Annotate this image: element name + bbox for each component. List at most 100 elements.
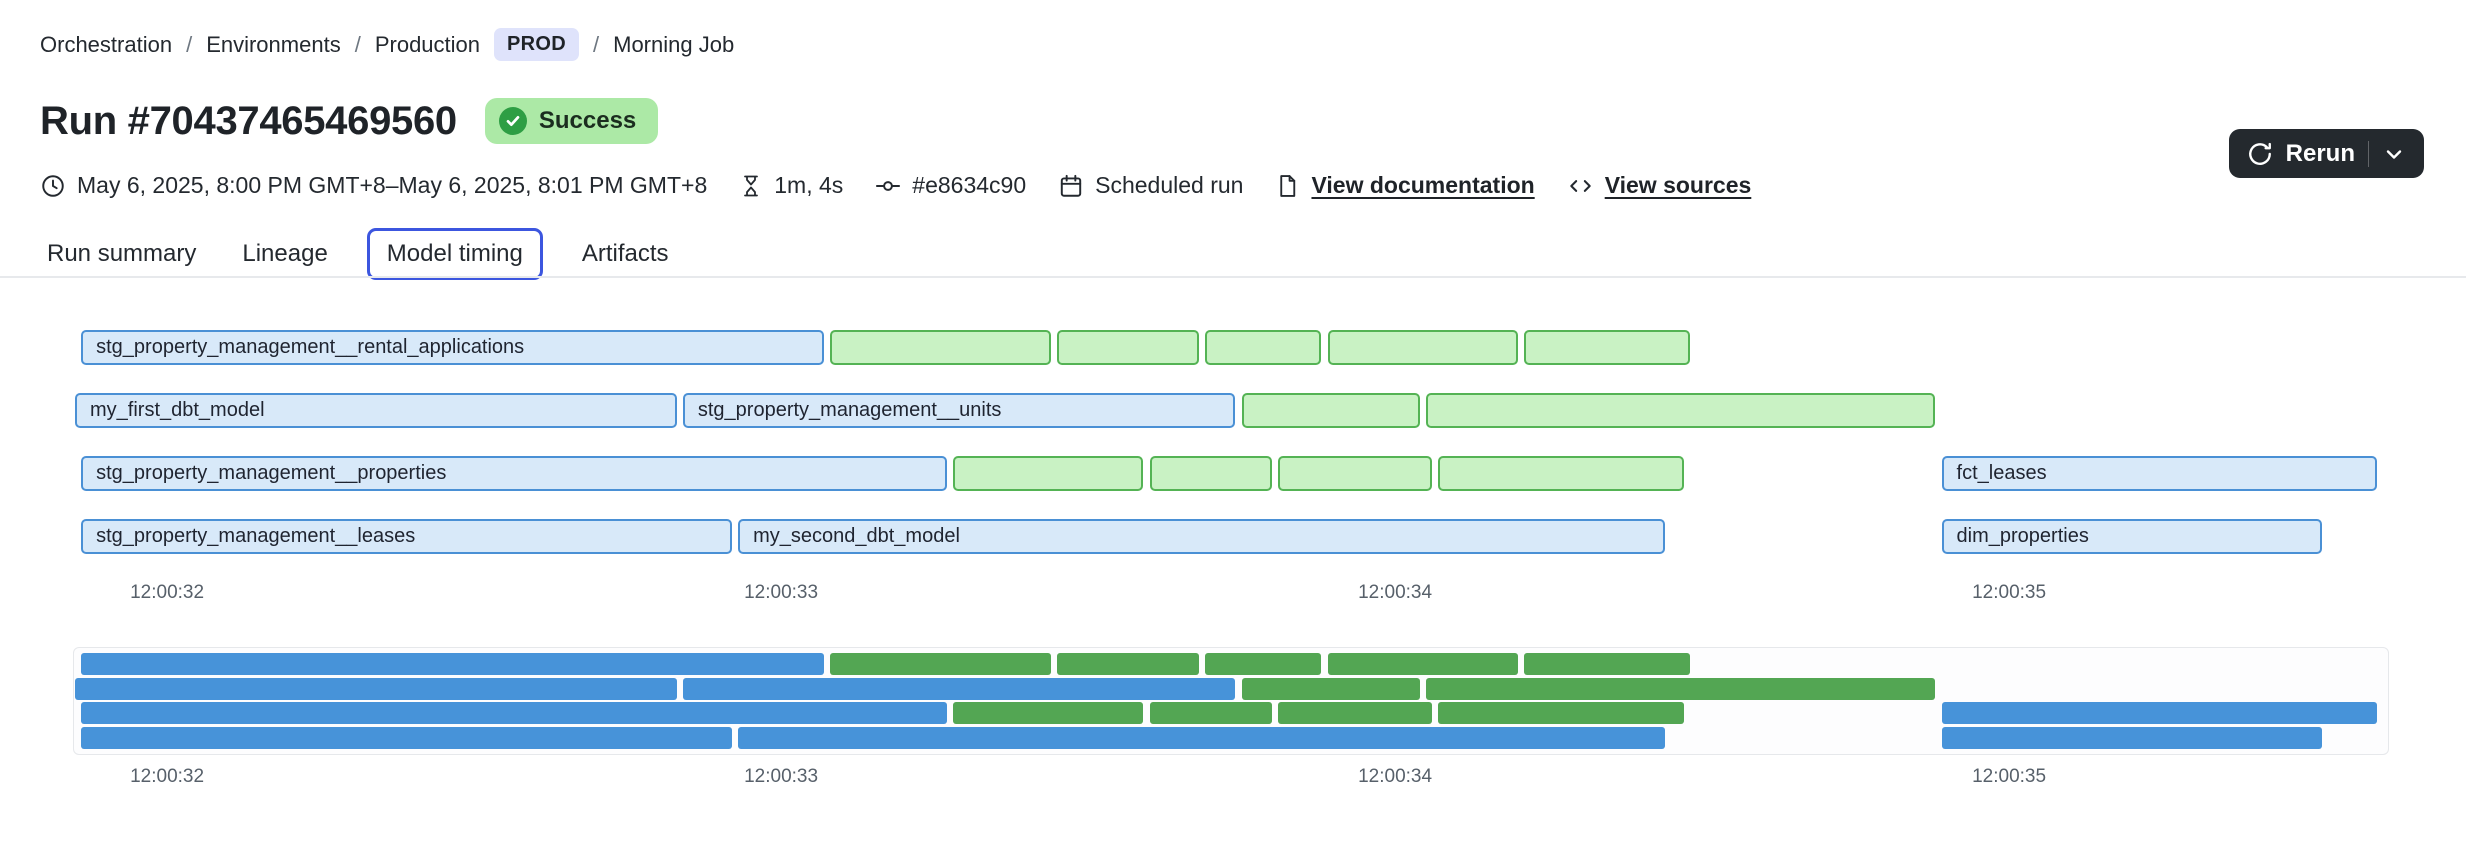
minimap-bar[interactable]	[1149, 702, 1273, 725]
time-tick-label: 12:00:32	[130, 582, 205, 603]
gantt-bar-label: dim_properties	[1956, 525, 2089, 547]
minimap-bar[interactable]	[1057, 653, 1199, 675]
run-trigger-text: Scheduled run	[1095, 172, 1244, 198]
time-tick-label: 12:00:33	[744, 766, 819, 787]
tab-run-summary[interactable]: Run summary	[47, 240, 197, 267]
commit-sha-text: #e8634c90	[912, 172, 1027, 198]
breadcrumb-item-orchestration[interactable]: Orchestration	[40, 31, 173, 57]
gantt-bar[interactable]	[1524, 330, 1690, 365]
time-tick-label: 12:00:34	[1358, 766, 1433, 787]
commit-sha: #e8634c90	[875, 172, 1026, 199]
run-time-range: May 6, 2025, 8:00 PM GMT+8–May 6, 2025, …	[40, 172, 707, 199]
view-documentation-link[interactable]: View documentation	[1311, 172, 1535, 198]
gantt-bar-label: my_second_dbt_model	[753, 525, 960, 547]
gantt-bar[interactable]	[1278, 456, 1432, 491]
rerun-button-label: Rerun	[2285, 139, 2355, 167]
gantt-bar[interactable]	[953, 456, 1144, 491]
time-tick-label: 12:00:34	[1358, 582, 1433, 603]
gantt-bar[interactable]	[1241, 393, 1420, 428]
rerun-button[interactable]: Rerun	[2228, 129, 2424, 178]
title-row: Run #70437465469560 Success	[40, 98, 659, 144]
run-time-range-text: May 6, 2025, 8:00 PM GMT+8–May 6, 2025, …	[77, 172, 708, 198]
gantt-bar[interactable]: stg_property_management__units	[682, 393, 1236, 428]
breadcrumb-separator: /	[354, 31, 361, 57]
gantt-bar-label: fct_leases	[1956, 462, 2047, 484]
gantt-bar[interactable]	[1438, 456, 1684, 491]
breadcrumb-separator: /	[593, 31, 600, 57]
git-commit-icon	[876, 180, 901, 191]
run-duration: 1m, 4s	[739, 172, 843, 199]
breadcrumb-item-environments[interactable]: Environments	[206, 31, 341, 57]
hourglass-icon	[744, 175, 759, 196]
time-tick-label: 12:00:35	[1972, 766, 2047, 787]
view-documentation[interactable]: View documentation	[1275, 172, 1535, 199]
run-meta-row: May 6, 2025, 8:00 PM GMT+8–May 6, 2025, …	[40, 172, 1751, 199]
minimap-bar[interactable]	[1941, 727, 2323, 750]
gantt-bar[interactable]: stg_property_management__properties	[81, 456, 947, 491]
gantt-bar[interactable]	[1057, 330, 1199, 365]
tab-artifacts[interactable]: Artifacts	[581, 240, 669, 267]
gantt-bar[interactable]: my_second_dbt_model	[738, 519, 1666, 554]
gantt-bar-label: stg_property_management__leases	[96, 525, 416, 547]
minimap[interactable]	[0, 647, 2466, 755]
gantt-bar[interactable]	[1149, 456, 1273, 491]
breadcrumb-item-morning-job[interactable]: Morning Job	[613, 31, 735, 57]
minimap-bar[interactable]	[1204, 653, 1322, 675]
gantt-bar[interactable]	[830, 330, 1052, 365]
tab-lineage[interactable]: Lineage	[242, 240, 328, 267]
minimap-bar[interactable]	[81, 653, 825, 675]
minimap-bar[interactable]	[1524, 653, 1690, 675]
tabs-divider	[0, 276, 2466, 278]
minimap-bar[interactable]	[1941, 702, 2378, 725]
gantt-time-axis: 12:00:32 12:00:33 12:00:34 12:00:35	[0, 582, 2466, 608]
minimap-bar[interactable]	[1438, 702, 1684, 725]
gantt-bar[interactable]	[1204, 330, 1322, 365]
minimap-bar[interactable]	[81, 727, 732, 750]
view-sources[interactable]: View sources	[1567, 172, 1752, 199]
gantt-bar[interactable]: stg_property_management__rental_applicat…	[81, 330, 825, 365]
run-trigger: Scheduled run	[1058, 172, 1243, 199]
run-tabs: Run summary Lineage Model timing Artifac…	[40, 228, 676, 280]
chevron-down-icon[interactable]	[2382, 142, 2406, 166]
status-badge: Success	[484, 98, 659, 144]
gantt-bar[interactable]: fct_leases	[1941, 456, 2378, 491]
success-check-icon	[498, 107, 527, 135]
refresh-icon	[2247, 141, 2273, 167]
minimap-bar[interactable]	[830, 653, 1052, 675]
minimap-bar[interactable]	[1327, 653, 1518, 675]
gantt-bar-label: stg_property_management__properties	[96, 462, 447, 484]
minimap-bar[interactable]	[738, 727, 1666, 750]
minimap-bar[interactable]	[1241, 677, 1420, 700]
calendar-icon	[1060, 174, 1082, 197]
gantt-bar-label: stg_property_management__units	[697, 399, 1002, 421]
breadcrumb-separator: /	[186, 31, 193, 57]
time-tick-label: 12:00:35	[1972, 582, 2047, 603]
gantt-bar-label: my_first_dbt_model	[90, 399, 265, 421]
prod-env-badge: PROD	[494, 28, 579, 61]
breadcrumb: Orchestration / Environments / Productio…	[40, 28, 734, 61]
time-tick-label: 12:00:33	[744, 582, 819, 603]
gantt-bar-label: stg_property_management__rental_applicat…	[96, 336, 525, 358]
gantt-bar[interactable]: stg_property_management__leases	[81, 519, 732, 554]
gantt-bar[interactable]: dim_properties	[1941, 519, 2323, 554]
tab-model-timing[interactable]: Model timing	[366, 228, 543, 280]
gantt-bar[interactable]	[1327, 330, 1518, 365]
minimap-bar[interactable]	[75, 677, 677, 700]
page-title: Run #70437465469560	[40, 98, 457, 143]
time-tick-label: 12:00:32	[130, 766, 205, 787]
minimap-bar[interactable]	[682, 677, 1236, 700]
clock-icon	[42, 174, 64, 197]
code-icon	[1569, 179, 1591, 192]
minimap-bar[interactable]	[1278, 702, 1432, 725]
breadcrumb-item-production[interactable]: Production	[374, 31, 481, 57]
view-sources-link[interactable]: View sources	[1604, 172, 1752, 198]
minimap-bar[interactable]	[81, 702, 947, 725]
gantt-bar[interactable]	[1425, 393, 1936, 428]
gantt-bar[interactable]: my_first_dbt_model	[75, 393, 677, 428]
rerun-button-divider	[2368, 140, 2369, 167]
document-icon	[1280, 174, 1296, 197]
minimap-bar[interactable]	[1425, 677, 1936, 700]
minimap-bar[interactable]	[953, 702, 1144, 725]
gantt-chart: stg_property_management__rental_applicat…	[0, 330, 2466, 560]
